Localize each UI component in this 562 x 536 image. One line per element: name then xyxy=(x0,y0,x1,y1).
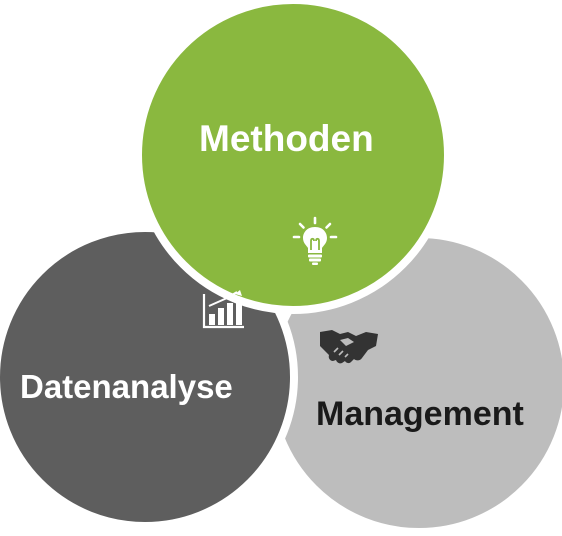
label-datenanalyse: Datenanalyse xyxy=(20,368,233,405)
label-methoden: Methoden xyxy=(199,118,374,159)
circle-methoden xyxy=(134,0,452,314)
bar-chart-icon xyxy=(202,290,244,329)
handshake-icon xyxy=(320,330,378,364)
label-management: Management xyxy=(316,395,524,433)
lightbulb-icon xyxy=(292,216,338,265)
